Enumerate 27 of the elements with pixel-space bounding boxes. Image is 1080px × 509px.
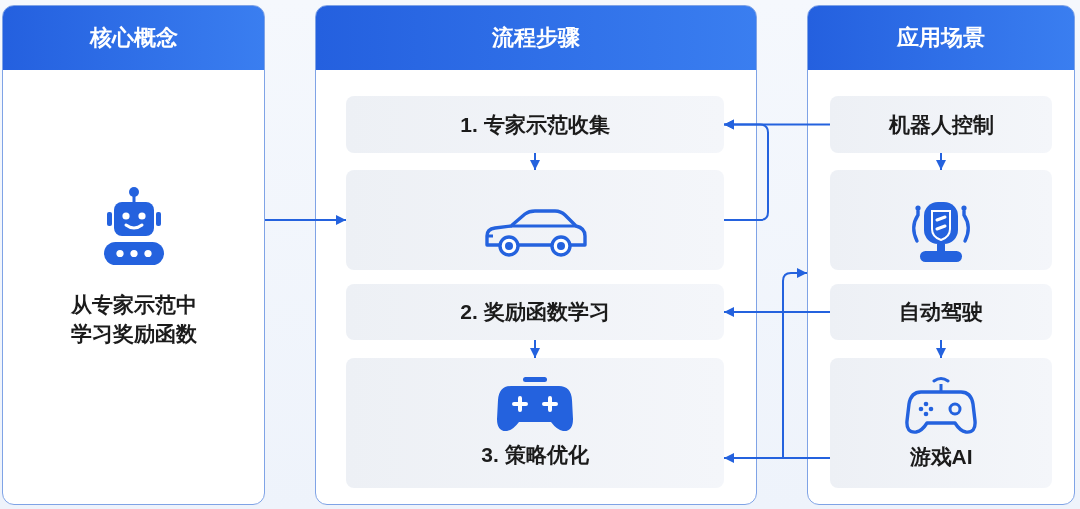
step-box xyxy=(346,170,724,270)
step-box: 2. 奖励函数学习 xyxy=(346,284,724,340)
arrow xyxy=(936,339,946,359)
step-box: 1. 专家示范收集 xyxy=(346,96,724,153)
step-label: 游戏AI xyxy=(909,444,973,470)
panel-title: 核心概念 xyxy=(89,24,178,52)
arrow xyxy=(530,339,540,359)
panel xyxy=(807,5,1075,505)
arrow xyxy=(530,152,540,171)
step-box xyxy=(346,358,724,488)
step-box: 自动驾驶 xyxy=(830,284,1052,340)
arrow xyxy=(264,215,347,225)
step-label: 3. 策略优化 xyxy=(481,442,589,468)
arrow xyxy=(723,307,831,317)
step-box xyxy=(830,358,1052,488)
panel xyxy=(2,5,265,505)
concept-text: 从专家示范中学习奖励函数 xyxy=(69,292,198,347)
panel xyxy=(315,5,757,505)
arrow xyxy=(723,119,769,221)
connector-line xyxy=(782,457,831,459)
panel-title: 流程步骤 xyxy=(492,24,580,52)
arrow xyxy=(936,152,946,171)
panel-title: 应用场景 xyxy=(897,24,985,52)
arrow xyxy=(723,453,784,463)
step-box: 机器人控制 xyxy=(830,96,1052,153)
step-box xyxy=(830,170,1052,270)
arrow xyxy=(782,268,808,459)
